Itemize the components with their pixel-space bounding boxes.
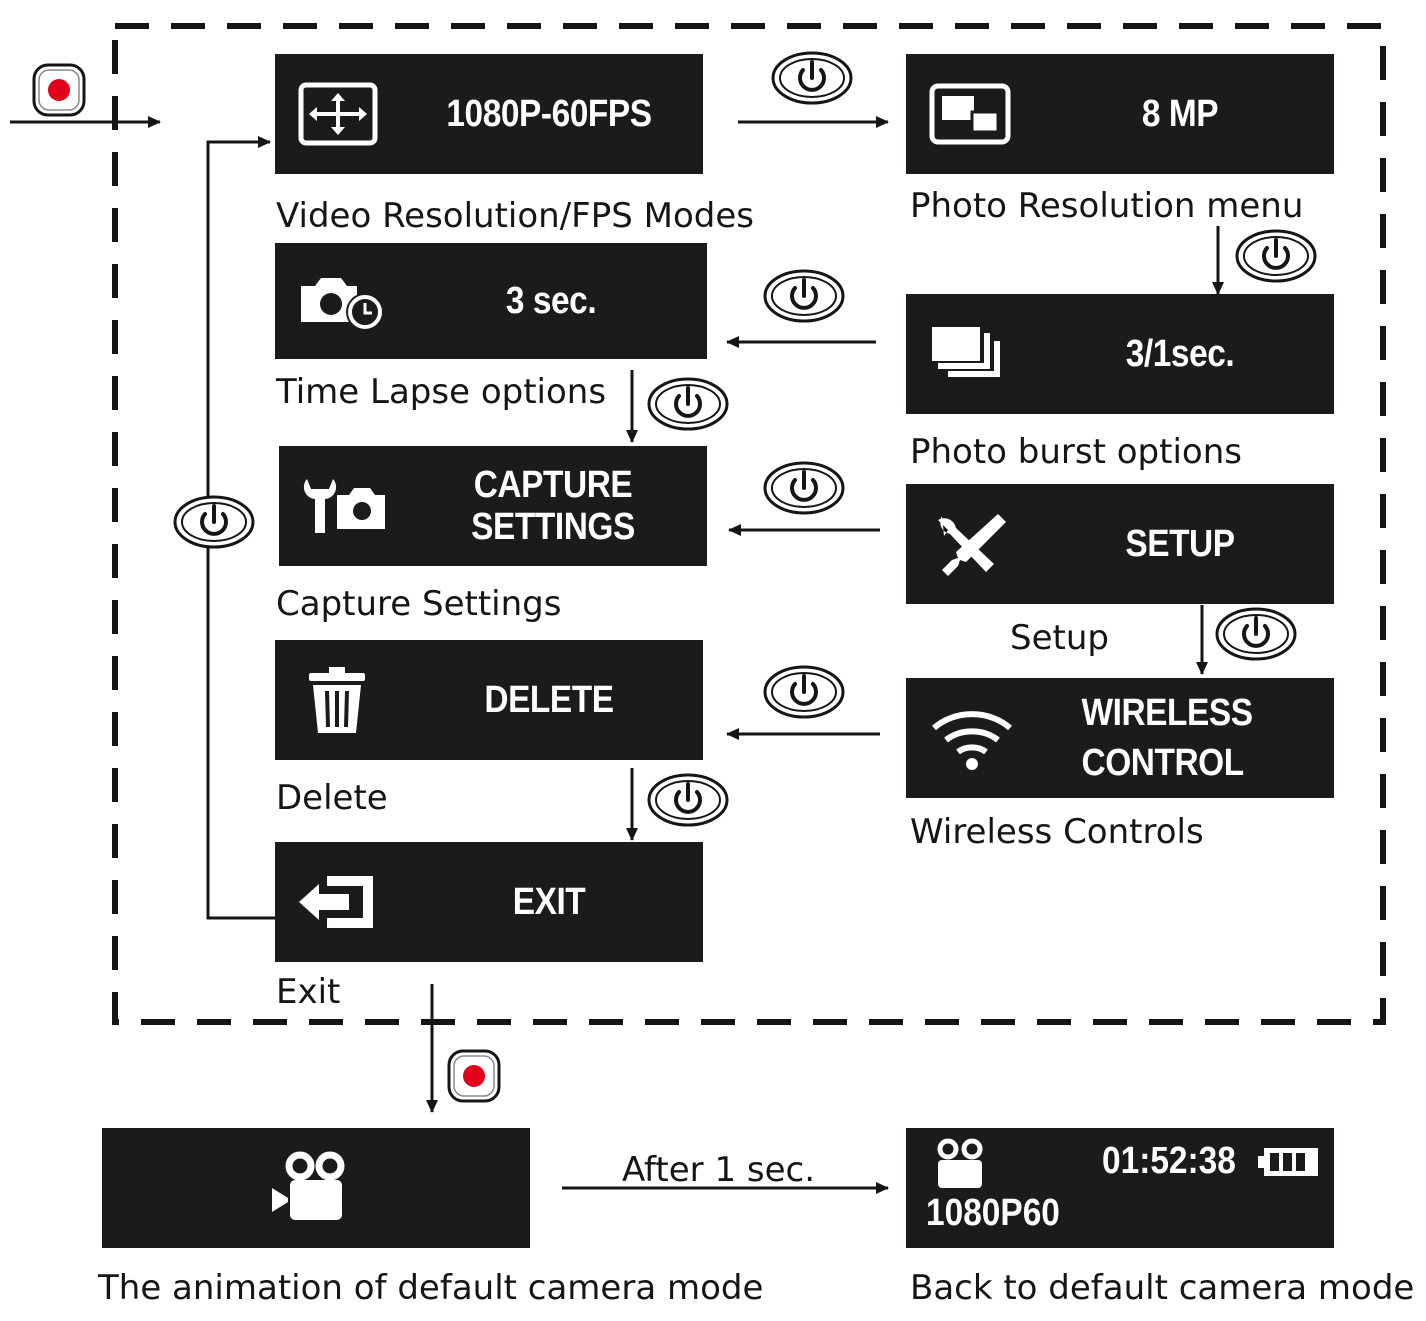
transition-label: After 1 sec. xyxy=(622,1150,816,1190)
default-mode-screen: 01:52:38 1080P60 xyxy=(906,1128,1334,1248)
power-button-icon xyxy=(763,461,845,515)
power-button-icon xyxy=(763,269,845,323)
video-resolution-caption: Video Resolution/FPS Modes xyxy=(276,196,754,236)
setup-value: SETUP xyxy=(1125,523,1235,565)
power-button-icon xyxy=(763,665,845,719)
photo-resolution-value: 8 MP xyxy=(1141,93,1219,135)
exit-icon xyxy=(299,876,373,928)
resolution-display: 1080P60 xyxy=(926,1192,1060,1234)
setup-caption: Setup xyxy=(1010,618,1109,658)
photo-resolution-caption: Photo Resolution menu xyxy=(910,186,1304,226)
capture-settings-icon xyxy=(303,479,385,533)
time-lapse-caption: Time Lapse options xyxy=(276,372,607,412)
delete-caption: Delete xyxy=(276,778,388,818)
trash-icon xyxy=(309,667,365,733)
photo-burst-caption: Photo burst options xyxy=(910,432,1242,472)
record-button-icon xyxy=(32,63,86,117)
exit-value: EXIT xyxy=(512,881,586,923)
photo-burst-icon xyxy=(932,327,1000,377)
time-lapse-icon xyxy=(301,278,384,331)
video-resolution-value: 1080P-60FPS xyxy=(446,93,652,135)
animation-caption: The animation of default camera mode xyxy=(98,1268,764,1308)
power-button-icon xyxy=(1235,229,1317,283)
capture-settings-screen: CAPTURE SETTINGS xyxy=(279,446,707,566)
exit-screen: EXIT xyxy=(275,842,703,962)
back-to-default-caption: Back to default camera mode xyxy=(910,1268,1415,1308)
clock-display: 01:52:38 xyxy=(1102,1140,1236,1182)
time-lapse-screen: 3 sec. xyxy=(275,243,707,359)
capture-settings-label: CAPTURE SETTINGS xyxy=(426,464,679,548)
photo-resolution-screen: 8 MP xyxy=(906,54,1334,174)
wireless-caption: Wireless Controls xyxy=(910,812,1204,852)
setup-screen: SETUP xyxy=(906,484,1334,604)
capture-settings-line1: CAPTURE xyxy=(473,464,633,506)
video-resolution-icon xyxy=(298,82,378,146)
record-button-icon xyxy=(447,1049,501,1103)
wireless-line1: WIRELESS xyxy=(1081,692,1253,734)
video-resolution-screen: 1080P-60FPS xyxy=(275,54,703,174)
power-button-icon xyxy=(647,773,729,827)
time-lapse-value: 3 sec. xyxy=(505,280,597,322)
battery-icon xyxy=(1258,1148,1318,1176)
wifi-icon xyxy=(932,711,1012,770)
capture-settings-caption: Capture Settings xyxy=(276,584,562,624)
default-mode-animation-screen xyxy=(102,1128,530,1248)
photo-burst-value: 3/1sec. xyxy=(1125,333,1235,375)
menu-frame xyxy=(112,23,1386,1025)
setup-tools-icon xyxy=(938,514,1006,576)
exit-caption: Exit xyxy=(276,972,341,1012)
wireless-label: WIRELESS CONTROL xyxy=(1081,692,1308,784)
video-camera-icon xyxy=(272,1151,345,1220)
power-button-icon xyxy=(1215,607,1297,661)
video-camera-icon xyxy=(937,1138,983,1188)
delete-value: DELETE xyxy=(484,679,614,721)
capture-settings-line2: SETTINGS xyxy=(471,506,635,548)
wireless-line2: CONTROL xyxy=(1081,742,1244,784)
photo-burst-screen: 3/1sec. xyxy=(906,294,1334,414)
delete-screen: DELETE xyxy=(275,640,703,760)
power-button-icon xyxy=(647,377,729,431)
wireless-screen: WIRELESS CONTROL xyxy=(906,678,1334,798)
power-button-icon xyxy=(771,51,853,105)
power-button-icon xyxy=(173,495,255,549)
photo-resolution-icon xyxy=(929,83,1011,145)
